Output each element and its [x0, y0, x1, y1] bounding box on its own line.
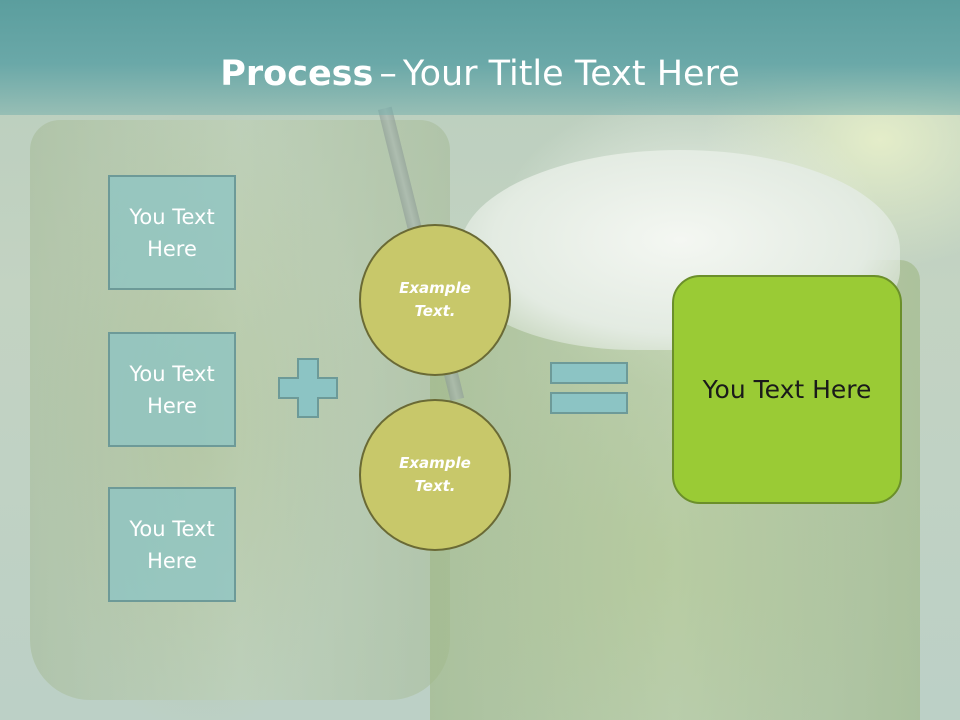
plus-icon [278, 358, 338, 418]
result-box[interactable]: You Text Here [672, 275, 902, 504]
background-glass-left [30, 120, 450, 700]
slide-title[interactable]: Process–Your Title Text Here [0, 52, 960, 96]
title-bar [0, 0, 960, 115]
equals-icon [550, 362, 628, 414]
title-bold: Process [220, 54, 374, 94]
result-box-text: You Text Here [702, 375, 872, 404]
title-rest: Your Title Text Here [402, 54, 740, 94]
title-separator: – [379, 54, 397, 94]
